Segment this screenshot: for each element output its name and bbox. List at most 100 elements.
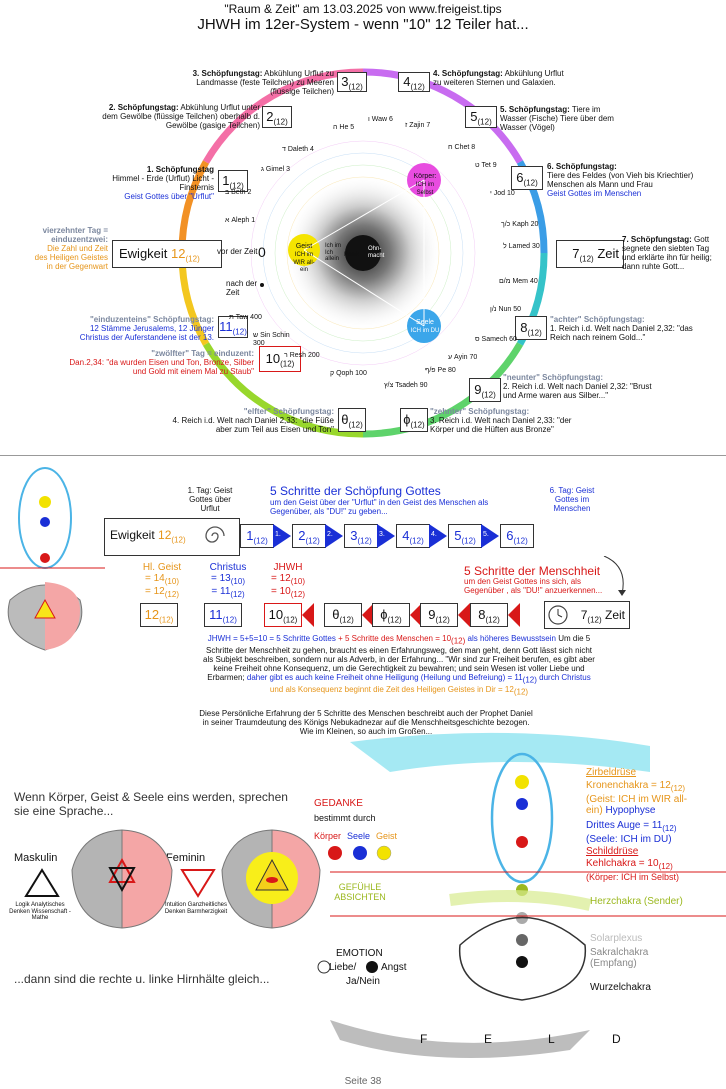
day-desc: Abkühlung Urflut unter dem Gewölbe (flüs… — [102, 103, 260, 130]
day-number: 1 — [222, 173, 230, 188]
step-sub: (12) — [357, 536, 372, 546]
drittes2: (Seele: ICH im DU) — [586, 833, 672, 845]
panik-label: Panik — [344, 252, 360, 258]
day-number: 4 — [403, 74, 411, 89]
day4-text: 4. Schöpfungstag: Abkühlung Urflut zu we… — [433, 69, 573, 88]
step-arrow-4 — [429, 524, 447, 548]
formula-blue: JHWH = 5+5=10 = 5 Schritte Gottes — [207, 634, 336, 643]
day-title: 2. Schöpfungstag: — [108, 103, 179, 112]
jhwh-v1-sub: (10) — [290, 577, 305, 586]
vor-der-zeit-label: vor der Zeit — [217, 247, 258, 256]
letter-beth: ב Beth 2 — [225, 189, 252, 196]
hlgeist-v2: = 12 — [145, 586, 165, 597]
creation-steps-title: 5 Schritte der Schöpfung Gottes — [270, 484, 441, 498]
day-box-8: 8(12) — [515, 316, 547, 340]
hlgeist-block: Hl. Geist= 14(10)= 12(12) — [140, 562, 184, 599]
day-box-11: 11(12) — [218, 316, 248, 338]
humanity-steps-subtitle: um den Geist Gottes ins sich, als Gegenü… — [464, 577, 603, 595]
step-sub: (12) — [387, 615, 402, 625]
humanity-step-7: 8(12) — [470, 603, 508, 627]
herz-label: Herzchakra (Sender) — [590, 896, 683, 907]
feld-d: D — [612, 1032, 621, 1046]
day-number: 7 — [572, 246, 580, 261]
seele-word: Seele — [347, 831, 371, 841]
middle-note-day6: 6. Tag: Geist Gottes im Menschen — [549, 486, 595, 513]
day-box-phi: ɸ(12) — [400, 408, 428, 432]
day-title: vierzehnter Tag = einduzentzwei: — [42, 226, 108, 244]
curve-arrow-right — [603, 556, 626, 596]
seele-text: Seele — [416, 319, 434, 326]
day3-text: 3. Schöpfungstag: Abkühlung Urflut zu La… — [168, 69, 334, 97]
day-number: 8 — [520, 320, 528, 335]
day-title: "zwölfter" Tag = einduzent: — [151, 349, 254, 358]
day-desc: Gott segnete den siebten Tag und erklärt… — [622, 235, 712, 271]
day-desc: Die Zahl und Zeit des Heiligen Geistes i… — [34, 243, 108, 271]
humanity-step-1: 12(12) — [140, 603, 178, 627]
day-box-3: 3(12) — [337, 72, 367, 92]
zeit-label: Zeit — [597, 246, 619, 261]
step-number: 11 — [209, 607, 223, 622]
letter-he: ה He 5 — [333, 124, 355, 131]
humanity-step-4: θ(12) — [324, 603, 362, 627]
gedanke-label: GEDANKE — [314, 798, 363, 809]
day-sub: (12) — [527, 328, 542, 338]
day-title: "achter" Schöpfungstag: — [550, 315, 645, 324]
day-sub: (12) — [229, 181, 244, 191]
jhwh-v1: = 12 — [271, 573, 291, 584]
christus-v1: = 13 — [211, 573, 231, 584]
title2: 5 Schritte der Menschheit — [464, 564, 601, 578]
meditating-figure-top — [0, 467, 105, 651]
page-header-line1: "Raum & Zeit" am 13.03.2025 von www.frei… — [224, 2, 502, 16]
jhwh-v2-sub: (12) — [290, 590, 305, 599]
letter-tet: ט Tet 9 — [475, 162, 497, 169]
day-sub: (12) — [410, 82, 425, 92]
ich-label: Ich im Ich allein — [325, 243, 342, 263]
brains-illustration — [71, 829, 321, 929]
creation-step-4: 4(12) — [396, 524, 430, 548]
day-sub: (12) — [481, 390, 496, 400]
humanity-step-6: 9(12) — [420, 603, 458, 627]
letter-gimel: ג Gimel 3 — [261, 166, 291, 173]
gefuehle-label: GEFÜHLE ABSICHTEN — [334, 882, 386, 903]
letter-resh: ר Resh 200 — [284, 352, 320, 359]
spiral-icon — [205, 526, 225, 543]
zero-label: 0 — [258, 244, 266, 260]
liebe-label: Liebe/ — [329, 962, 357, 973]
letter-pe: פ/ף Pe 80 — [425, 367, 456, 374]
humanity-arrow-1 — [302, 603, 314, 627]
page-title: JHWH im 12er-System - wenn "10" 12 Teile… — [197, 16, 529, 33]
day-sub: (12) — [477, 117, 492, 127]
day-box-theta: θ(12) — [338, 408, 366, 432]
feld-l: L — [548, 1032, 555, 1046]
gedanke-sub: bestimmt durch — [314, 813, 376, 823]
day-sub: (12) — [579, 254, 594, 264]
koerper-word: Körper — [314, 831, 342, 841]
drittes-label: Drittes Auge = 11(12)(Seele: ICH im DU) — [586, 820, 720, 845]
christus-v1-sub: (10) — [230, 577, 245, 586]
step-sub: (12) — [409, 536, 424, 546]
letter-sin: ש Sin Schin 300 — [253, 332, 290, 347]
day6-text: 6. Schöpfungstag:Tiere des Feldes (von V… — [547, 162, 697, 199]
page-number: Seite 38 — [344, 1076, 382, 1087]
feld-e: E — [484, 1032, 493, 1046]
day-desc: Tiere im Wasser (Fische) Tiere über dem … — [500, 105, 614, 132]
step-arrow-5 — [481, 524, 499, 548]
formula-blue3-sub: (12) — [522, 675, 537, 685]
day7-text: 7. Schöpfungstag: Gott segnete den siebt… — [622, 235, 722, 272]
nach-der-zeit-label: nach der Zeit — [226, 279, 258, 297]
day5-text: 5. Schöpfungstag: Tiere im Wasser (Fisch… — [500, 105, 620, 133]
geist-word: Geist — [376, 831, 398, 841]
koerper-text: Körper: — [413, 173, 437, 180]
zeit-sub: (12) — [587, 615, 602, 625]
day-desc: Dan.2,34: "da wurden Eisen und Ton, Bron… — [69, 357, 254, 376]
step-arrow-label: 5. — [483, 531, 489, 538]
kronen-sub: (12) — [670, 784, 686, 793]
step-sub: (12) — [253, 536, 268, 546]
feld-f: F — [420, 1032, 428, 1046]
seele-sub: ICH im DU — [410, 327, 440, 334]
creation-step-5: 5(12) — [448, 524, 482, 548]
letter-kaph: כ/ך Kaph 20 — [501, 221, 539, 228]
middle-note-day1: 1. Tag: Geist Gottes über Urflut — [187, 486, 233, 513]
day-title: "einduzenteins" Schöpfungstag: — [89, 315, 214, 324]
